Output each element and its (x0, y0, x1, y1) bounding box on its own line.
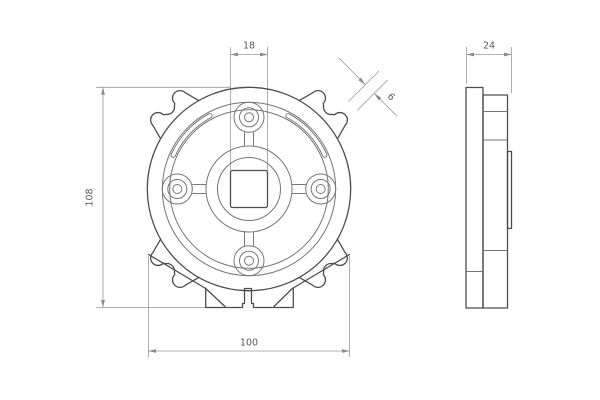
hub-inner-circle (217, 157, 281, 221)
screw-boss-left (161, 173, 193, 205)
dimension-square-bore: 18 (230, 41, 268, 171)
side-body (482, 94, 509, 309)
corner-edge-left (147, 253, 226, 308)
spokes (192, 132, 306, 246)
arc-slot-left (170, 113, 213, 158)
dim-label-prong-thickness: 6 (385, 91, 397, 103)
tab-bottom-right (298, 238, 348, 288)
side-view (465, 86, 513, 309)
tab-bottom-left (150, 238, 200, 288)
screw-boss-right (305, 173, 337, 205)
dim-label-tab-span: 100 (240, 338, 258, 349)
dim-label-depth: 24 (483, 41, 495, 52)
arc-slot-right (285, 113, 328, 158)
outer-circle (146, 86, 352, 292)
hub-outer-circle (205, 145, 293, 233)
dim-label-square-bore: 18 (243, 41, 255, 52)
square-bore (229, 169, 269, 209)
side-plate (465, 86, 484, 309)
tab-top-left (150, 90, 200, 140)
spring-tabs (150, 90, 348, 288)
dimension-depth: 24 (466, 41, 512, 93)
dim-label-overall-height: 108 (85, 188, 96, 206)
ring-circle-inner (169, 109, 329, 269)
dimension-tab-span: 100 (148, 256, 350, 357)
dimension-prong-thickness: 6 (338, 57, 398, 117)
mounting-foot (205, 287, 294, 309)
tab-top-right (298, 90, 348, 140)
side-protrusion (506, 150, 513, 230)
side-section-lines (466, 111, 508, 272)
screw-boss-top (233, 101, 265, 133)
corner-edge-right (273, 253, 351, 308)
dimension-overall-height: 108 (85, 86, 230, 308)
ring-circle-outer (161, 101, 337, 277)
screw-boss-bottom (233, 245, 265, 277)
front-view (146, 86, 352, 309)
